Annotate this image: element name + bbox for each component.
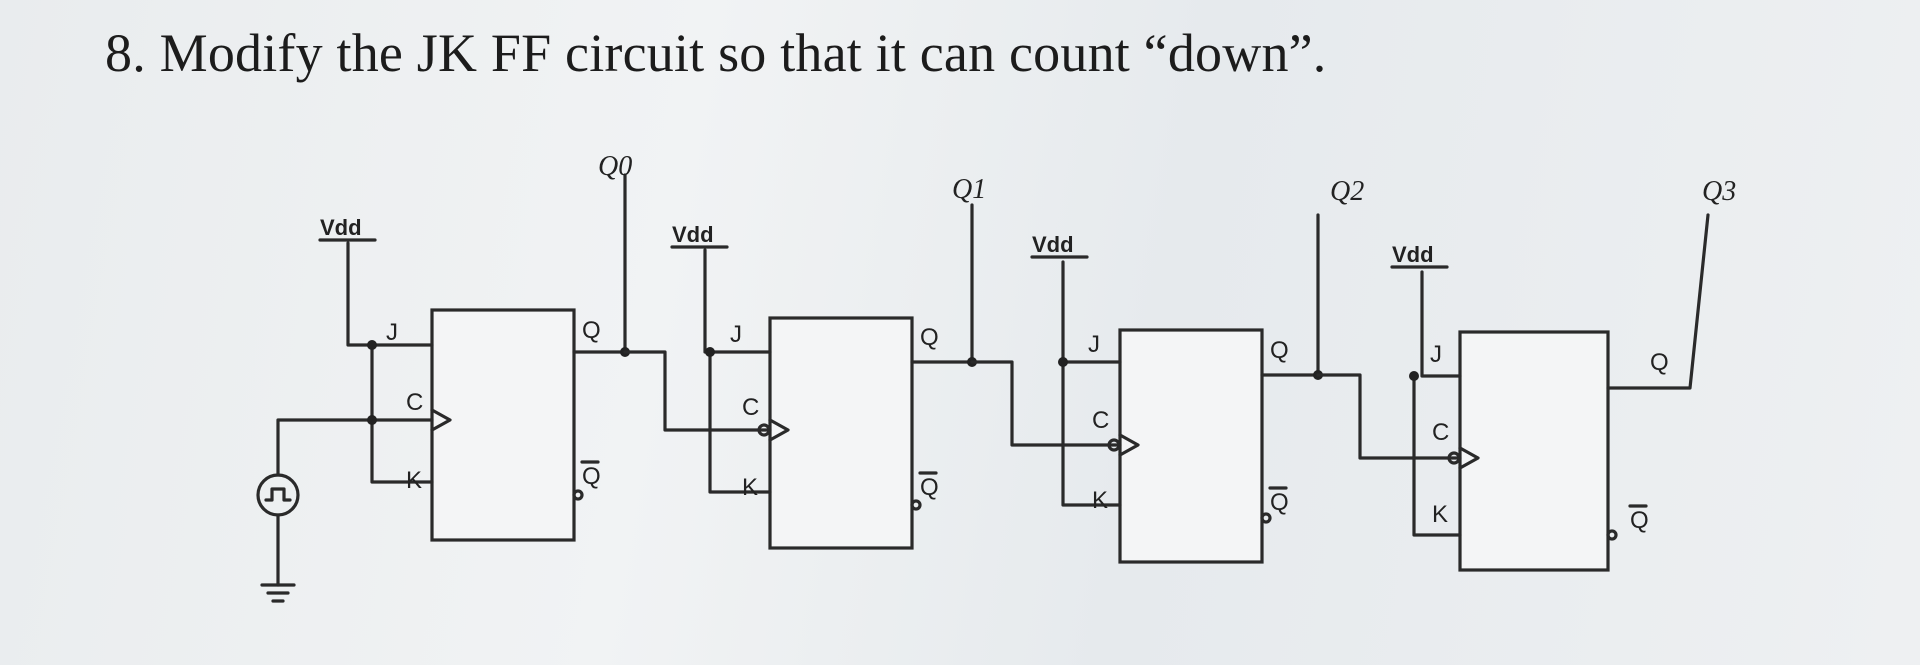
ff2-jk-tie: [1061, 360, 1122, 507]
ff1-vdd-label: Vdd: [672, 222, 714, 247]
ff2-body: [1118, 328, 1264, 564]
ff3-pin-k: K: [1432, 501, 1448, 528]
ff2-pin-q: Q: [1270, 337, 1289, 364]
ff0-clock-triangle: [430, 408, 452, 432]
flip-flop-1: J C K Q Q Vdd Q1: [623, 174, 986, 550]
ground-icon: [260, 513, 296, 603]
ff2-vdd-label: Vdd: [1032, 232, 1074, 257]
question-text: 8. Modify the JK FF circuit so that it c…: [105, 23, 1327, 83]
ff1-pin-q: Q: [920, 324, 939, 351]
ff1-body: [768, 316, 914, 550]
ff1-clock-triangle: [768, 418, 790, 442]
ff1-pin-qbar: Q: [920, 474, 939, 501]
ff0-pin-qbar: Q: [582, 463, 601, 490]
ff2-pin-j: J: [1088, 331, 1100, 358]
ff3-vdd-label: Vdd: [1392, 242, 1434, 267]
ff3-jk-tie: [1412, 374, 1462, 537]
ff0-pin-j: J: [386, 319, 398, 346]
ff1-pin-c: C: [742, 394, 759, 421]
output-q0: Q0: [598, 151, 632, 182]
ff3-pin-q: Q: [1650, 349, 1669, 376]
flip-flop-3: J C K Q Q Vdd Q3: [1316, 176, 1736, 572]
output-q1: Q1: [952, 174, 986, 205]
ff3-q-wire: [1606, 213, 1710, 390]
ff2-pin-k: K: [1092, 487, 1108, 514]
ff1-clock-bubble: [757, 423, 771, 437]
ff2-pin-qbar: Q: [1270, 489, 1289, 516]
ff0-qbar-bubble: [572, 489, 584, 501]
ff2-clock-wire: [970, 360, 1122, 447]
ff0-jk-tie: [370, 343, 434, 484]
clock-source-icon: [256, 473, 300, 517]
clock-wire: [276, 418, 374, 477]
ff3-body: [1458, 330, 1610, 572]
ff3-vdd-wire: [1420, 270, 1462, 378]
ff3-pin-qbar: Q: [1630, 507, 1649, 534]
ff2-clock-triangle: [1118, 433, 1140, 457]
ff1-pin-j: J: [730, 321, 742, 348]
ff3-pin-c: C: [1432, 419, 1449, 446]
ff0-vdd-wire: [346, 241, 434, 347]
ff2-pin-c: C: [1092, 407, 1109, 434]
ff1-jk-tie: [708, 350, 772, 494]
flip-flop-0: J C K Q Q Vdd Q0: [318, 151, 632, 542]
flip-flop-2: J C K Q Q Vdd Q2: [970, 176, 1364, 564]
ff3-pin-j: J: [1430, 341, 1442, 368]
ff0-pin-c: C: [406, 389, 423, 416]
ff0-vdd-label: Vdd: [320, 215, 362, 240]
output-q3: Q3: [1702, 176, 1736, 207]
ff0-pin-q: Q: [582, 317, 601, 344]
ff3-clock-triangle: [1458, 446, 1480, 470]
ff1-clock-wire: [623, 350, 772, 432]
output-q2: Q2: [1330, 176, 1364, 207]
ff0-body: [430, 308, 576, 542]
ff0-pin-k: K: [406, 467, 422, 494]
ff1-pin-k: K: [742, 474, 758, 501]
ff3-clock-wire: [1316, 373, 1462, 460]
